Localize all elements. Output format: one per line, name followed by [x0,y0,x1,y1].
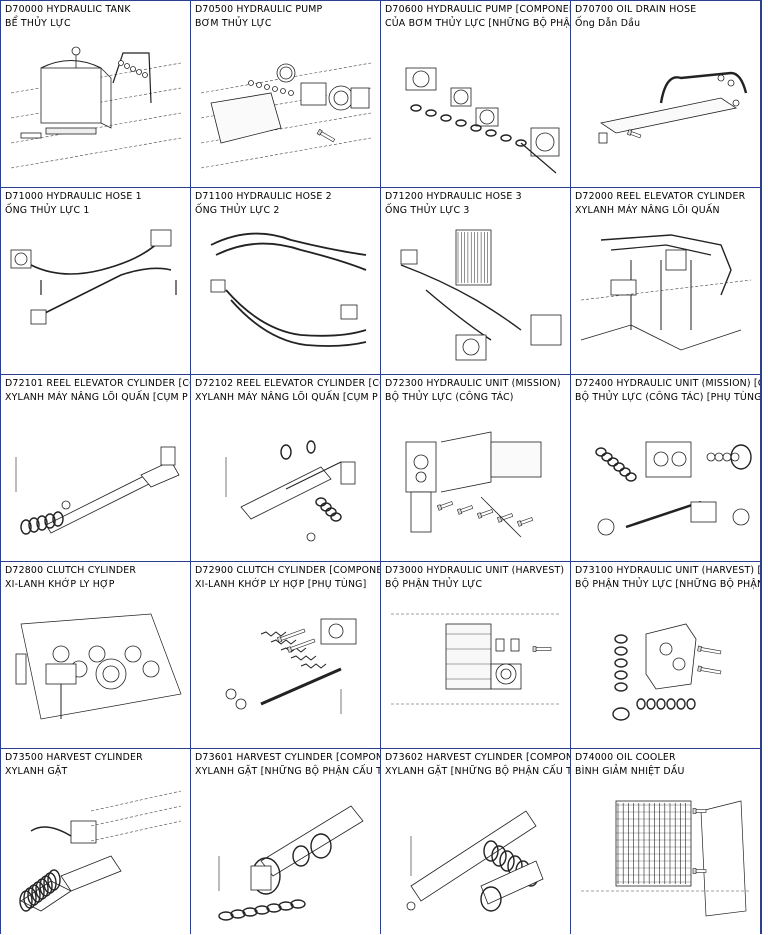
cylinder-parts-drawing-icon[interactable] [191,407,380,557]
catalog-tile[interactable]: D70700 OIL DRAIN HOSE Ống Dẫn Dầu [571,1,760,187]
catalog-tile[interactable]: D74000 OIL COOLER BÌNH GIẢM NHIỆT DẦU [571,749,760,935]
clutch-parts-drawing-icon[interactable] [191,594,380,744]
tile-vietnamese-title: BỘ PHẬN THỦY LỰC [385,579,483,590]
harvest-cylinder-drawing-icon[interactable] [1,781,190,931]
tile-vietnamese-title: ỐNG THỦY LỰC 2 [195,205,280,216]
valve-parts-drawing-icon[interactable] [571,407,760,557]
tile-code-title[interactable]: D72900 CLUTCH CYLINDER [COMPONEN [195,565,380,576]
catalog-tile[interactable]: D70500 HYDRAULIC PUMP BƠM THỦY LỰC [191,1,380,187]
tile-vietnamese-title: BỂ THỦY LỰC [5,18,71,29]
tile-code-title[interactable]: D73100 HYDRAULIC UNIT (HARVEST) [C [575,565,760,576]
cylinder-drawing-icon[interactable] [571,220,760,370]
tile-vietnamese-title: XYLANH GẶT [NHỮNG BỘ PHẬN CẤU T [385,766,570,777]
tile-vietnamese-title: XYLANH MÁY NÂNG LÕI QUẤN [CỤM P [195,392,378,403]
tile-vietnamese-title: XYLANH MÁY NÂNG LÕI QUẤN [575,205,720,216]
pump-drawing-icon[interactable] [191,33,380,183]
tile-code-title[interactable]: D73601 HARVEST CYLINDER [COMPONE [195,752,380,763]
tile-vietnamese-title: BỘ PHẬN THỦY LỰC [NHỮNG BỘ PHẬN [575,579,760,590]
catalog-tile[interactable]: D72300 HYDRAULIC UNIT (MISSION) BỘ THỦY L… [381,375,570,561]
catalog-tile[interactable]: D73601 HARVEST CYLINDER [COMPONE XYLANH G… [191,749,380,935]
tile-code-title[interactable]: D73602 HARVEST CYLINDER [COMPONE [385,752,570,763]
tile-vietnamese-title: Ống Dẫn Dầu [575,18,641,29]
tile-code-title[interactable]: D72101 REEL ELEVATOR CYLINDER [CO [5,378,190,389]
clutch-drawing-icon[interactable] [1,594,190,744]
catalog-tile[interactable]: D72400 HYDRAULIC UNIT (MISSION) [CO BỘ TH… [571,375,760,561]
tile-code-title[interactable]: D72800 CLUTCH CYLINDER [5,565,137,576]
catalog-tile[interactable]: D73500 HARVEST CYLINDER XYLANH GẶT [1,749,190,935]
tile-vietnamese-title: XI-LANH KHỚP LY HỢP [5,579,115,590]
tile-vietnamese-title: BÌNH GIẢM NHIỆT DẦU [575,766,685,777]
cylinder-parts-drawing-icon[interactable] [1,407,190,557]
drain-hose-drawing-icon[interactable] [571,33,760,183]
hose-drawing-icon[interactable] [1,220,190,370]
tile-code-title[interactable]: D72400 HYDRAULIC UNIT (MISSION) [CO [575,378,760,389]
tank-drawing-icon[interactable] [1,33,190,183]
tile-vietnamese-title: ỐNG THỦY LỰC 3 [385,205,470,216]
tile-vietnamese-title: XYLANH MÁY NÂNG LÕI QUẤN [CỤM P [5,392,188,403]
catalog-tile[interactable]: D71100 HYDRAULIC HOSE 2 ỐNG THỦY LỰC 2 [191,188,380,374]
tile-vietnamese-title: XI-LANH KHỚP LY HỢP [PHỤ TÙNG] [195,579,367,590]
catalog-tile[interactable]: D72000 REEL ELEVATOR CYLINDER XYLANH MÁY … [571,188,760,374]
valve-unit-drawing-icon[interactable] [381,407,570,557]
pump-parts-drawing-icon[interactable] [381,33,570,183]
tile-code-title[interactable]: D72300 HYDRAULIC UNIT (MISSION) [385,378,561,389]
tile-vietnamese-title: XYLANH GẶT [NHỮNG BỘ PHẬN CẤU T [195,766,380,777]
catalog-tile[interactable]: D72900 CLUTCH CYLINDER [COMPONEN XI-LANH … [191,562,380,748]
tile-code-title[interactable]: D70000 HYDRAULIC TANK [5,4,131,15]
catalog-tile[interactable]: D72102 REEL ELEVATOR CYLINDER [CO XYLANH … [191,375,380,561]
tile-code-title[interactable]: D71200 HYDRAULIC HOSE 3 [385,191,522,202]
catalog-tile[interactable]: D73602 HARVEST CYLINDER [COMPONE XYLANH G… [381,749,570,935]
tile-code-title[interactable]: D73500 HARVEST CYLINDER [5,752,143,763]
hose-drawing-icon[interactable] [381,220,570,370]
tube-parts-drawing-icon[interactable] [381,781,570,931]
catalog-tile[interactable]: D71200 HYDRAULIC HOSE 3 ỐNG THỦY LỰC 3 [381,188,570,374]
hose-drawing-icon[interactable] [191,220,380,370]
tile-code-title[interactable]: D71100 HYDRAULIC HOSE 2 [195,191,332,202]
tile-vietnamese-title: CỦA BƠM THỦY LỰC [NHỮNG BỘ PHẬ [385,18,570,29]
catalog-tile[interactable]: D72101 REEL ELEVATOR CYLINDER [CO XYLANH … [1,375,190,561]
tile-code-title[interactable]: D72000 REEL ELEVATOR CYLINDER [575,191,746,202]
tile-vietnamese-title: BƠM THỦY LỰC [195,18,272,29]
tile-vietnamese-title: XYLANH GẶT [5,766,68,777]
tile-code-title[interactable]: D70500 HYDRAULIC PUMP [195,4,323,15]
tile-vietnamese-title: BỘ THỦY LỰC (CÔNG TÁC) [PHỤ TÙNG [575,392,760,403]
harvest-parts-drawing-icon[interactable] [571,594,760,744]
tile-code-title[interactable]: D70600 HYDRAULIC PUMP [COMPONEN [385,4,570,15]
catalog-tile[interactable]: D70600 HYDRAULIC PUMP [COMPONEN CỦA BƠM T… [381,1,570,187]
harvest-unit-drawing-icon[interactable] [381,594,570,744]
catalog-tile[interactable]: D70000 HYDRAULIC TANK BỂ THỦY LỰC [1,1,190,187]
tile-code-title[interactable]: D72102 REEL ELEVATOR CYLINDER [CO [195,378,380,389]
tile-code-title[interactable]: D74000 OIL COOLER [575,752,676,763]
tile-code-title[interactable]: D70700 OIL DRAIN HOSE [575,4,697,15]
oil-cooler-drawing-icon[interactable] [571,781,760,931]
catalog-tile[interactable]: D72800 CLUTCH CYLINDER XI-LANH KHỚP LY HỢ… [1,562,190,748]
catalog-tile[interactable]: D73000 HYDRAULIC UNIT (HARVEST) BỘ PHẬN T… [381,562,570,748]
catalog-tile[interactable]: D73100 HYDRAULIC UNIT (HARVEST) [C BỘ PHẬ… [571,562,760,748]
tile-code-title[interactable]: D73000 HYDRAULIC UNIT (HARVEST) [385,565,565,576]
catalog-tile[interactable]: D71000 HYDRAULIC HOSE 1 ỐNG THỦY LỰC 1 [1,188,190,374]
tile-code-title[interactable]: D71000 HYDRAULIC HOSE 1 [5,191,142,202]
tube-parts-drawing-icon[interactable] [191,781,380,931]
tile-vietnamese-title: BỘ THỦY LỰC (CÔNG TÁC) [385,392,514,403]
tile-vietnamese-title: ỐNG THỦY LỰC 1 [5,205,90,216]
